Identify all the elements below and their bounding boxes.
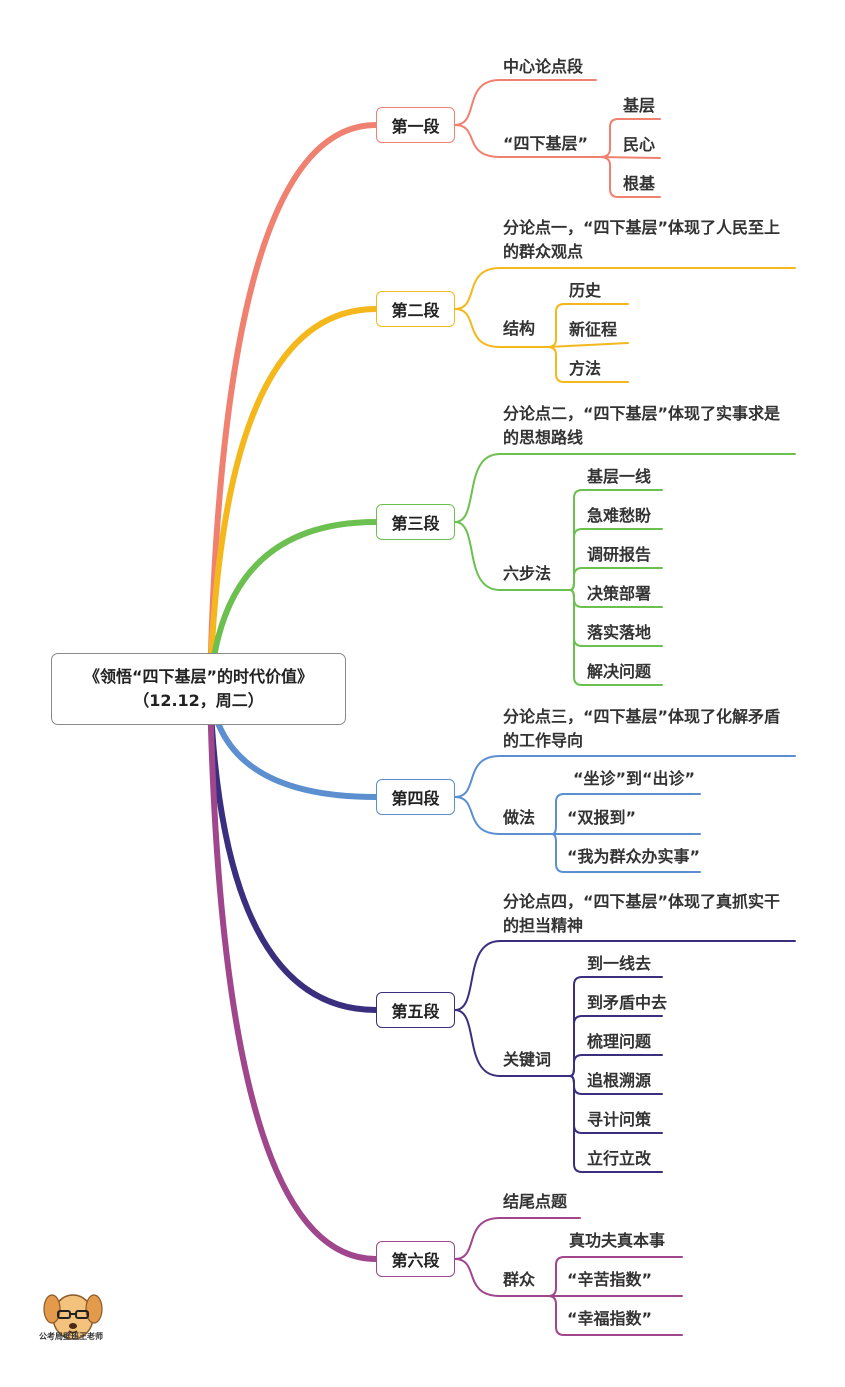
- section-label: 第二段: [391, 301, 440, 320]
- group-connector: [454, 308, 549, 348]
- item-connector: [551, 833, 701, 873]
- section-1-group[interactable]: “四下基层”: [503, 134, 589, 153]
- section-5-item[interactable]: 立行立改: [587, 1149, 652, 1168]
- root-topic[interactable]: 《领悟“四下基层”的时代价值》 （12.12，周二）: [51, 653, 346, 725]
- section-5-item[interactable]: 寻计问策: [587, 1110, 652, 1129]
- item-connector: [599, 156, 661, 159]
- topic-connector: [454, 1217, 581, 1260]
- group-connector: [454, 796, 553, 835]
- section-6-item[interactable]: “辛苦指数”: [567, 1270, 653, 1289]
- section-1-item[interactable]: 根基: [623, 174, 656, 193]
- section-3-item[interactable]: 急难愁盼: [587, 506, 652, 525]
- topic-connector: [454, 755, 796, 798]
- section-node-3[interactable]: 第三段: [376, 504, 455, 540]
- item-connector: [599, 118, 661, 158]
- section-5-item[interactable]: 到矛盾中去: [587, 993, 668, 1012]
- section-5-group[interactable]: 关键词: [503, 1050, 552, 1069]
- section-6-item[interactable]: 真功夫真本事: [569, 1231, 666, 1250]
- item-connector: [569, 589, 663, 686]
- section-3-item[interactable]: 基层一线: [587, 467, 652, 486]
- trunk-connector: [207, 122, 379, 693]
- section-node-6[interactable]: 第六段: [376, 1241, 455, 1277]
- section-2-group[interactable]: 结构: [503, 319, 536, 338]
- section-6-topic[interactable]: 结尾点题: [503, 1192, 568, 1211]
- section-node-5[interactable]: 第五段: [376, 992, 455, 1028]
- section-1-item[interactable]: 基层: [623, 96, 656, 115]
- section-4-group[interactable]: 做法: [503, 808, 536, 827]
- section-4-item[interactable]: “双报到”: [567, 808, 637, 827]
- topic-connector: [454, 79, 597, 126]
- trunk-connector: [207, 306, 379, 693]
- section-4-item[interactable]: “我为群众办实事”: [567, 847, 701, 866]
- section-5-item[interactable]: 追根溯源: [587, 1071, 652, 1090]
- section-label: 第五段: [391, 1002, 440, 1021]
- section-label: 第四段: [391, 789, 440, 808]
- item-connector: [569, 1075, 663, 1173]
- section-6-item[interactable]: “幸福指数”: [567, 1309, 653, 1328]
- dog-mascot-icon: [43, 1294, 103, 1340]
- section-3-group[interactable]: 六步法: [503, 564, 552, 583]
- section-5-item[interactable]: 梳理问题: [587, 1032, 652, 1051]
- section-1-item[interactable]: 民心: [623, 135, 656, 154]
- section-2-topic[interactable]: 分论点一，“四下基层”体现了人民至上的群众观点: [503, 218, 781, 261]
- group-connector: [454, 124, 601, 158]
- section-label: 第一段: [391, 117, 440, 136]
- section-2-item[interactable]: 方法: [569, 359, 602, 378]
- item-connector: [569, 567, 663, 591]
- item-connector: [547, 342, 629, 348]
- topic-connector: [454, 267, 796, 310]
- item-connector: [599, 156, 661, 198]
- item-connector: [547, 1295, 683, 1336]
- group-connector: [454, 521, 571, 591]
- section-2-item[interactable]: 新征程: [569, 320, 618, 339]
- section-3-topic[interactable]: 分论点二，“四下基层”体现了实事求是的思想路线: [503, 404, 781, 447]
- section-1-topic[interactable]: 中心论点段: [503, 57, 584, 76]
- topic-connector: [454, 940, 796, 1011]
- item-connector: [569, 1054, 663, 1077]
- section-5-item[interactable]: 到一线去: [587, 954, 652, 973]
- section-6-group[interactable]: 群众: [503, 1270, 536, 1289]
- trunk-connector: [207, 687, 379, 1262]
- section-node-2[interactable]: 第二段: [376, 291, 455, 327]
- section-label: 第三段: [391, 514, 440, 533]
- section-3-item[interactable]: 落实落地: [587, 623, 652, 642]
- section-5-topic[interactable]: 分论点四，“四下基层”体现了真抓实干的担当精神: [503, 892, 781, 935]
- section-3-item[interactable]: 调研报告: [587, 545, 652, 564]
- group-connector: [454, 1258, 549, 1297]
- section-3-item[interactable]: 决策部署: [587, 584, 652, 603]
- section-node-1[interactable]: 第一段: [376, 107, 455, 143]
- section-3-item[interactable]: 解决问题: [587, 662, 652, 681]
- topic-connector: [454, 453, 796, 523]
- group-connector: [454, 1009, 571, 1077]
- section-label: 第六段: [391, 1251, 440, 1270]
- section-node-4[interactable]: 第四段: [376, 779, 455, 815]
- trunk-connector: [207, 687, 379, 1013]
- logo-caption: 公考局壁班王老师: [39, 1332, 103, 1341]
- root-title: 《领悟“四下基层”的时代价值》: [83, 667, 314, 686]
- root-subtitle: （12.12，周二）: [133, 691, 264, 710]
- section-2-item[interactable]: 历史: [569, 281, 602, 300]
- section-4-item[interactable]: “坐诊”到“出诊”: [573, 769, 696, 788]
- item-connector: [547, 346, 629, 383]
- section-4-topic[interactable]: 分论点三，“四下基层”体现了化解矛盾的工作导向: [503, 707, 781, 750]
